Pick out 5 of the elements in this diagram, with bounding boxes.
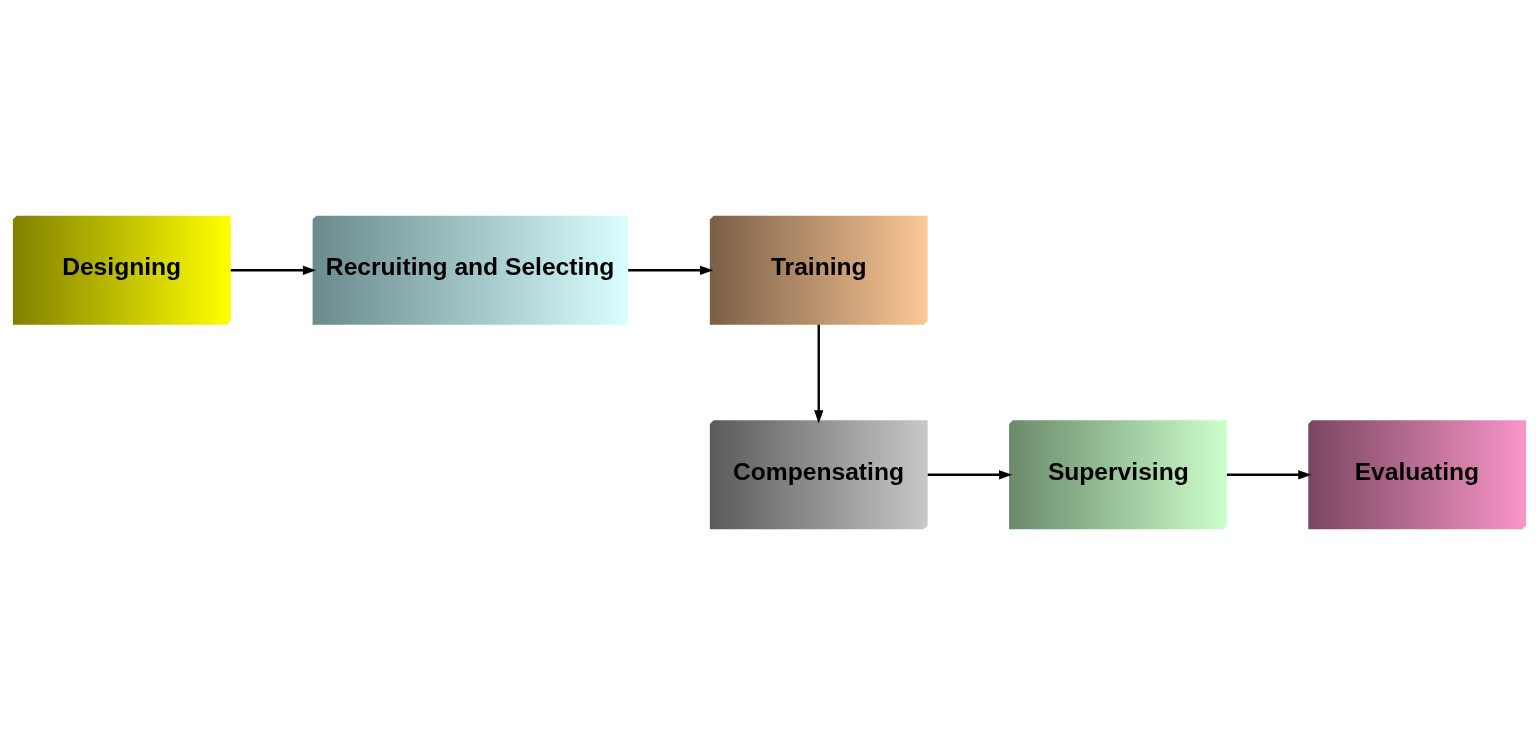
arrow: [927, 470, 1013, 480]
arrow: [814, 324, 824, 424]
arrow: [628, 265, 714, 275]
arrow: [230, 265, 317, 275]
arrow: [1226, 470, 1312, 480]
